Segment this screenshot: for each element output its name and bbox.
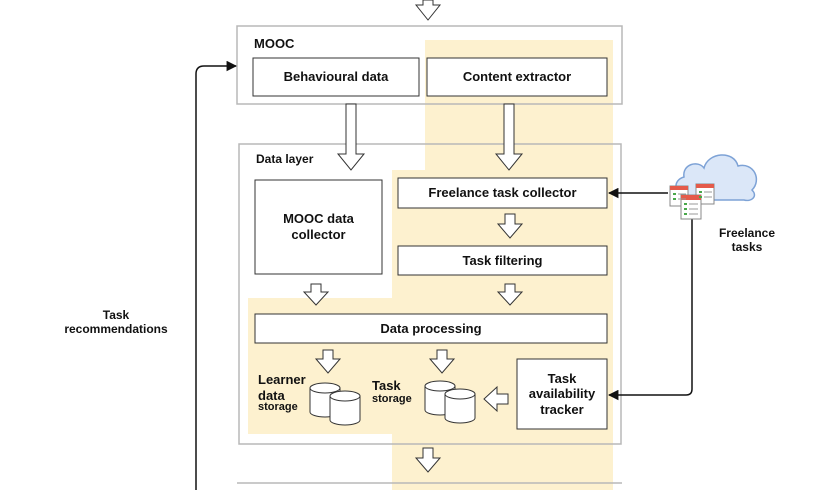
freelance-task-collector-label: Freelance task collector — [428, 185, 577, 201]
task-availability-tracker-box — [516, 358, 608, 430]
tracker-line-1: Task — [547, 370, 577, 386]
arrow-content-extractor-to-collector — [494, 103, 524, 171]
tracker-line-3: tracker — [540, 401, 584, 417]
data-processing-label: Data processing — [380, 320, 482, 336]
task-storage-icon — [424, 380, 476, 424]
learner-storage-label: storage — [258, 401, 298, 413]
learner-data-line-2: data — [258, 387, 285, 403]
arrow-processing-to-task-storage — [428, 349, 456, 374]
arrow-collector-to-filtering — [496, 213, 524, 239]
freelance-tasks-line-1: Freelance — [718, 226, 776, 240]
freelance-tasks-label: Freelance tasks — [710, 226, 784, 255]
content-extractor-box — [426, 57, 608, 97]
behavioural-data-label: Behavioural data — [283, 69, 389, 85]
behavioural-data-box — [252, 57, 420, 97]
arrow-top-entry — [414, 0, 442, 21]
task-availability-tracker-label: Task availability tracker — [517, 359, 607, 429]
mooc-label: MOOC — [254, 36, 295, 51]
freelance-tasks-line-2: tasks — [731, 240, 763, 255]
arrow-filtering-to-processing — [496, 283, 524, 306]
content-extractor-label: Content extractor — [462, 69, 572, 85]
mooc-data-collector-line-2: collector — [291, 227, 346, 242]
task-recommendations-loop-arrow — [195, 60, 238, 490]
task-filtering-label: Task filtering — [462, 252, 543, 268]
task-documents-icon — [669, 183, 715, 220]
data-layer-label: Data layer — [256, 152, 314, 166]
task-storage-sublabel: storage — [372, 393, 412, 405]
freelance-to-tracker-arrow — [607, 212, 693, 401]
learner-data-line-1: Learner — [258, 372, 306, 387]
mooc-data-collector-line-1: MOOC data — [283, 211, 354, 227]
freelance-task-collector-box — [397, 177, 608, 209]
arrow-mooc-collector-to-processing — [302, 283, 330, 306]
data-processing-box — [254, 313, 608, 344]
task-recommendations-line-1: Task — [102, 308, 130, 322]
mooc-data-collector-box — [254, 179, 383, 275]
arrow-tracker-to-task-storage — [483, 385, 509, 413]
arrow-processing-to-learner-storage — [314, 349, 342, 374]
learner-data-storage-icon — [309, 382, 361, 426]
task-recommendations-line-2: recommendations — [64, 322, 168, 337]
arrow-data-layer-to-next — [414, 447, 442, 473]
task-storage-title: Task — [372, 378, 401, 393]
task-recommendations-label: Task recommendations — [46, 308, 186, 337]
tracker-line-2: availability — [528, 386, 596, 402]
task-filtering-box — [397, 245, 608, 276]
learner-data-label: Learner data — [258, 372, 306, 403]
arrow-behavioural-to-data-layer — [336, 103, 366, 171]
data-layer-container — [238, 143, 622, 445]
